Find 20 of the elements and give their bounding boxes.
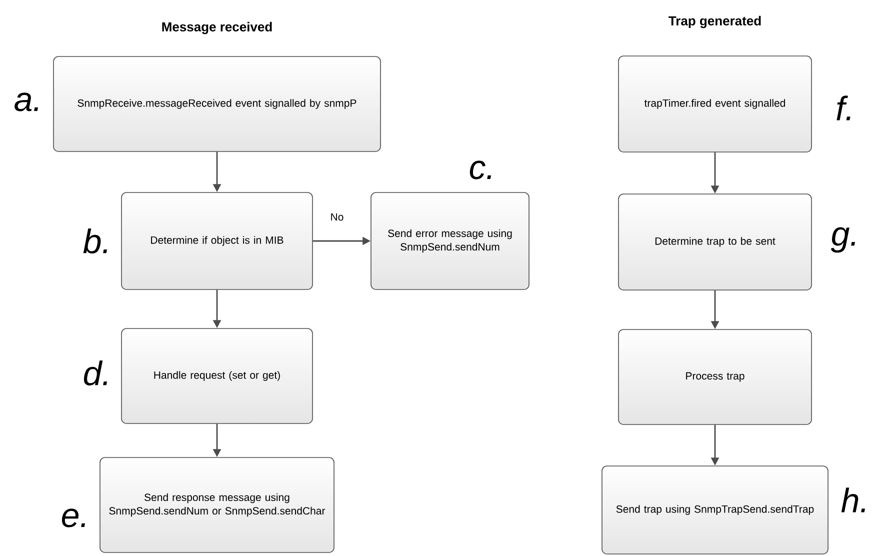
process-box: Determine trap to be sent bbox=[618, 194, 812, 290]
process-box: Process trap bbox=[618, 329, 812, 425]
process-box: Determine if object is in MIB bbox=[121, 192, 313, 290]
step-letter: d. bbox=[84, 360, 108, 386]
column-heading: Message received bbox=[162, 22, 272, 34]
step-letter: c. bbox=[470, 160, 492, 180]
process-box: trapTimer.fired event signalled bbox=[618, 56, 812, 152]
step-letter: e. bbox=[62, 508, 86, 528]
process-box: SnmpReceive.messageReceived event signalled by snmpP bbox=[53, 56, 381, 152]
process-box: Send response message using SnmpSend.sendNum or SnmpSend.sendChar bbox=[100, 457, 334, 553]
step-letter: h. bbox=[841, 488, 865, 512]
edge-label: No bbox=[331, 213, 344, 221]
process-box: Send trap using SnmpTrapSend.sendTrap bbox=[602, 466, 828, 554]
process-box: Handle request (set or get) bbox=[121, 328, 313, 424]
step-letter: b. bbox=[83, 228, 108, 254]
step-letter: a. bbox=[14, 92, 38, 112]
step-letter: g. bbox=[830, 227, 855, 253]
process-box: Send error message using SnmpSend.sendNum bbox=[370, 192, 530, 290]
step-letter: f. bbox=[836, 96, 850, 120]
column-heading: Trap generated bbox=[668, 16, 761, 28]
